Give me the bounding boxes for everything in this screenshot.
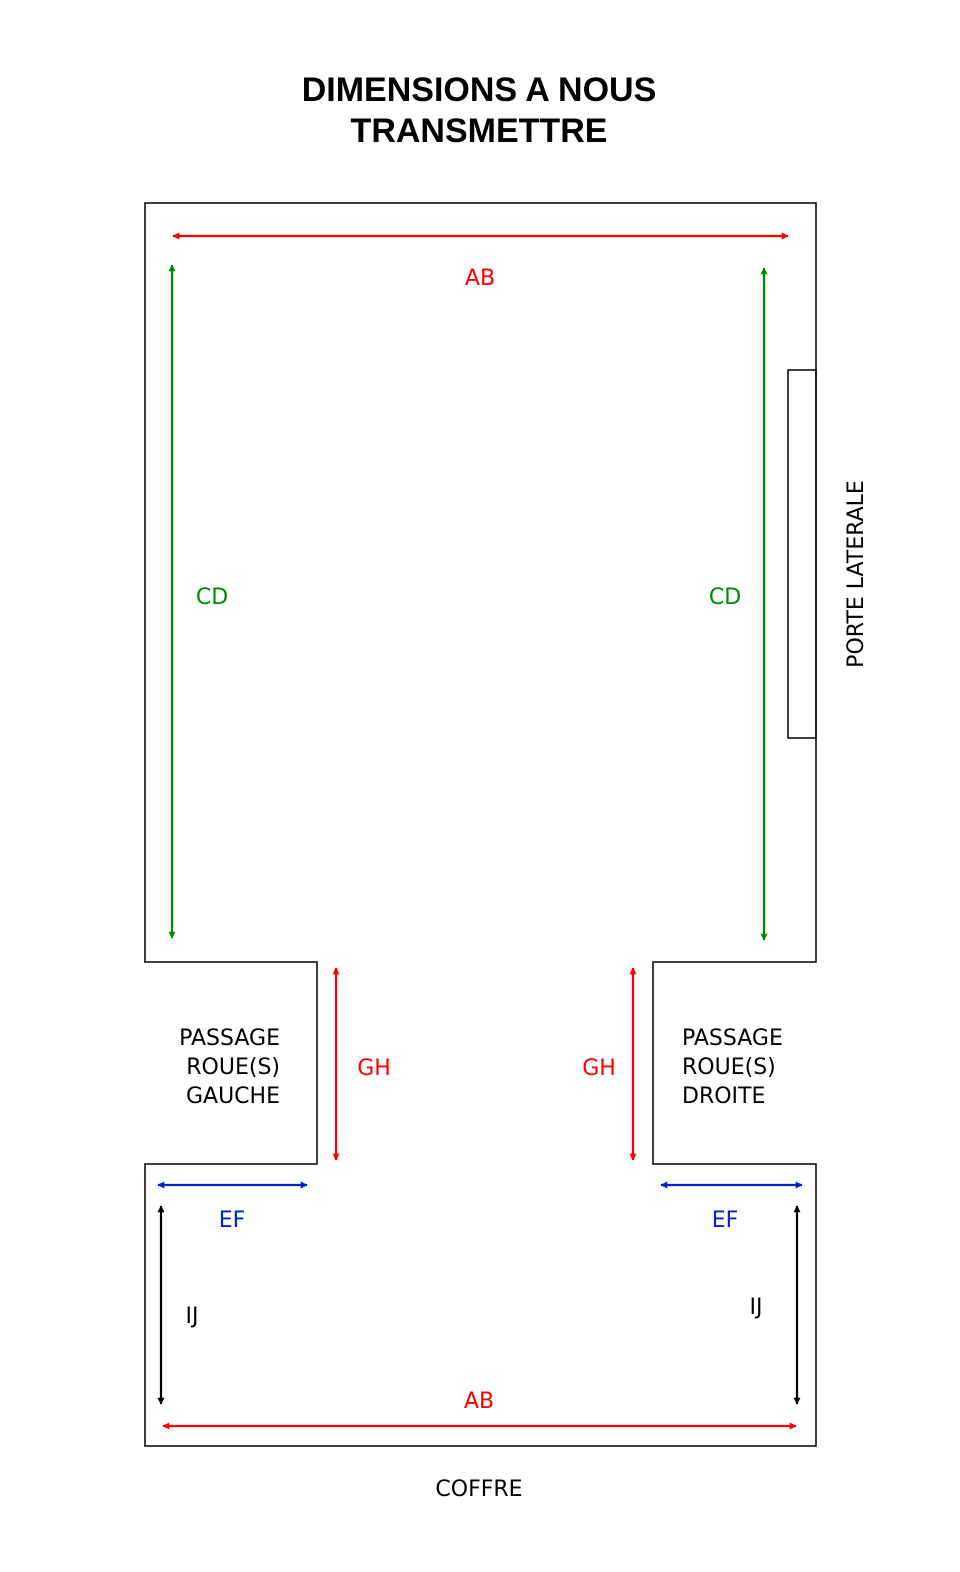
ab-bottom-label: AB bbox=[464, 1389, 494, 1414]
wheel-right-line-3: DROITE bbox=[682, 1084, 765, 1109]
trunk-label: COFFRE bbox=[435, 1477, 522, 1502]
wheel-left-line-3: GAUCHE bbox=[186, 1084, 280, 1109]
gh-right-label: GH bbox=[582, 1056, 616, 1081]
wheel-left-line-2: ROUE(S) bbox=[186, 1055, 280, 1080]
cd-left-label: CD bbox=[196, 585, 228, 610]
wheel-left-line-1: PASSAGE bbox=[179, 1026, 280, 1051]
title-line-1: DIMENSIONS A NOUS bbox=[302, 71, 657, 109]
ij-right-label: IJ bbox=[750, 1295, 763, 1320]
floor-outline bbox=[144, 202, 817, 1447]
ij-left-label: IJ bbox=[186, 1304, 199, 1329]
side-door-outline bbox=[787, 369, 817, 739]
wheel-right-line-1: PASSAGE bbox=[682, 1026, 783, 1051]
ab-top-label: AB bbox=[465, 266, 495, 291]
side-door-label: PORTE LATERALE bbox=[844, 480, 869, 668]
ef-left-label: EF bbox=[219, 1208, 246, 1233]
gh-left-label: GH bbox=[357, 1056, 391, 1081]
ef-right-label: EF bbox=[712, 1208, 739, 1233]
title-line-2: TRANSMETTRE bbox=[351, 112, 608, 150]
wheel-right-line-2: ROUE(S) bbox=[682, 1055, 776, 1080]
cd-right-label: CD bbox=[709, 585, 741, 610]
